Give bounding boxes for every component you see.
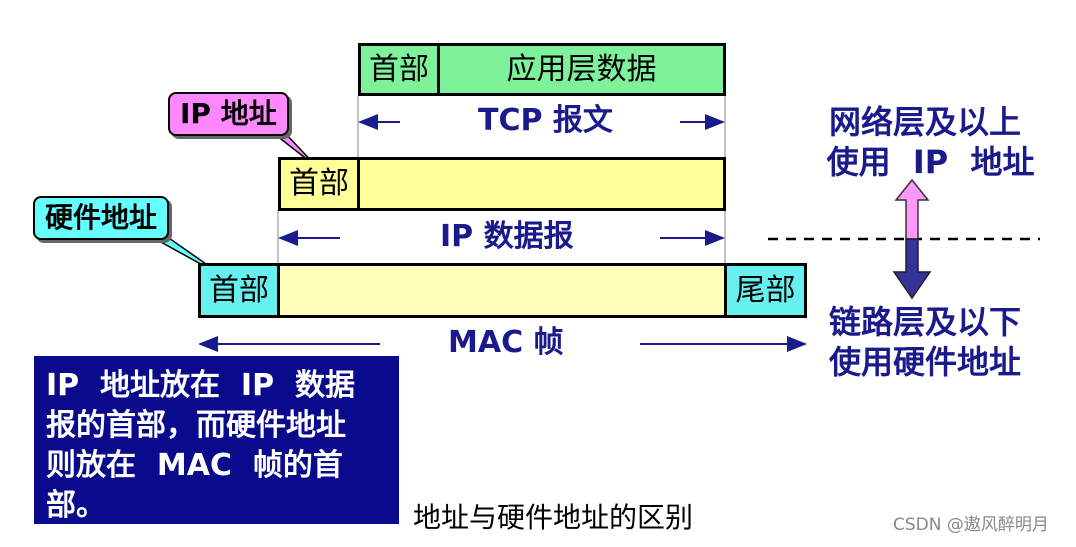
tcp-header-label: 首部 <box>369 51 429 87</box>
lower-layer-note: 链路层及以下 使用硬件地址 <box>828 303 1021 381</box>
up-arrow-icon <box>894 178 930 240</box>
ip-payload-cell <box>357 157 726 211</box>
ip-datagram-label: IP 数据报 <box>428 222 586 252</box>
tcp-segment-label: TCP 报文 <box>466 106 625 136</box>
explanation-note: IP 地址放在 IP 数据 报的首部，而硬件地址 则放在 MAC 帧的首 部。 <box>34 356 399 524</box>
ip-header-label: 首部 <box>289 166 349 201</box>
ip-address-callout: IP 地址 <box>168 92 289 136</box>
ip-header-cell: 首部 <box>278 157 360 211</box>
upper-layer-note: 网络层及以上 使用 IP 地址 <box>826 103 1035 181</box>
mac-trailer-label: 尾部 <box>735 272 796 308</box>
down-arrow-icon <box>892 238 932 300</box>
watermark: CSDN @遨风醉明月 <box>893 515 1049 535</box>
mac-header-cell: 首部 <box>198 263 280 318</box>
mac-header-label: 首部 <box>209 272 269 308</box>
hw-address-callout: 硬件地址 <box>33 196 170 240</box>
tcp-data-cell: 应用层数据 <box>437 43 726 96</box>
figure-caption: 地址与硬件地址的区别 <box>413 501 694 534</box>
mac-trailer-cell: 尾部 <box>724 263 807 318</box>
tcp-header-cell: 首部 <box>358 43 440 96</box>
mac-frame-label: MAC 帧 <box>436 328 576 358</box>
mac-payload-cell <box>277 263 727 318</box>
tcp-data-label: 应用层数据 <box>506 51 657 87</box>
